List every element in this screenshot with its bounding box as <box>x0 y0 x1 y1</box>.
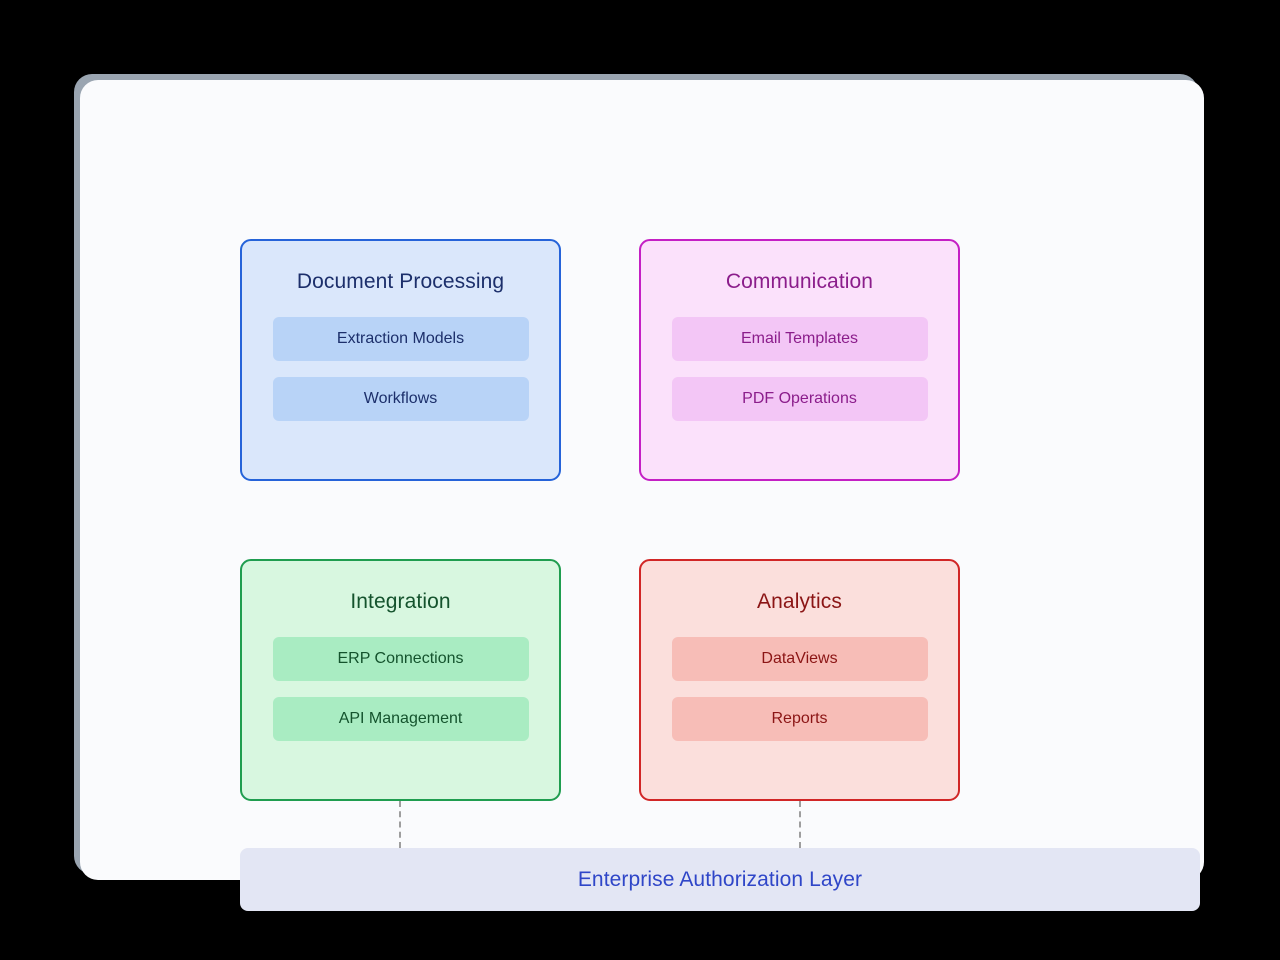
group-item-reports[interactable]: Reports <box>671 697 928 741</box>
group-items-communication: Email Templates PDF Operations <box>671 317 928 421</box>
group-title-document-processing: Document Processing <box>296 270 505 293</box>
group-item-erp-connections[interactable]: ERP Connections <box>272 637 529 681</box>
group-items-integration: ERP Connections API Management <box>272 637 529 741</box>
group-items-document-processing: Extraction Models Workflows <box>272 317 529 421</box>
group-items-analytics: DataViews Reports <box>671 637 928 741</box>
group-item-dataviews[interactable]: DataViews <box>671 637 928 681</box>
group-item-api-management[interactable]: API Management <box>272 697 529 741</box>
connector-analytics-to-foundation <box>799 801 801 848</box>
group-card-communication[interactable]: Communication Email Templates PDF Operat… <box>639 239 960 481</box>
group-item-workflows[interactable]: Workflows <box>272 377 529 421</box>
diagram-panel: Document Processing Extraction Models Wo… <box>80 80 1204 911</box>
group-item-email-templates[interactable]: Email Templates <box>671 317 928 361</box>
group-title-analytics: Analytics <box>757 590 842 613</box>
foundation-bar-label: Enterprise Authorization Layer <box>577 867 863 891</box>
group-item-extraction-models[interactable]: Extraction Models <box>272 317 529 361</box>
group-title-integration: Integration <box>350 590 451 613</box>
group-card-integration[interactable]: Integration ERP Connections API Manageme… <box>240 559 561 801</box>
group-card-document-processing[interactable]: Document Processing Extraction Models Wo… <box>240 239 561 481</box>
connector-integration-to-foundation <box>399 801 401 848</box>
group-title-communication: Communication <box>725 270 874 293</box>
foundation-bar-enterprise-authorization-layer[interactable]: Enterprise Authorization Layer <box>240 848 1200 911</box>
group-item-pdf-operations[interactable]: PDF Operations <box>671 377 928 421</box>
group-card-analytics[interactable]: Analytics DataViews Reports <box>639 559 960 801</box>
